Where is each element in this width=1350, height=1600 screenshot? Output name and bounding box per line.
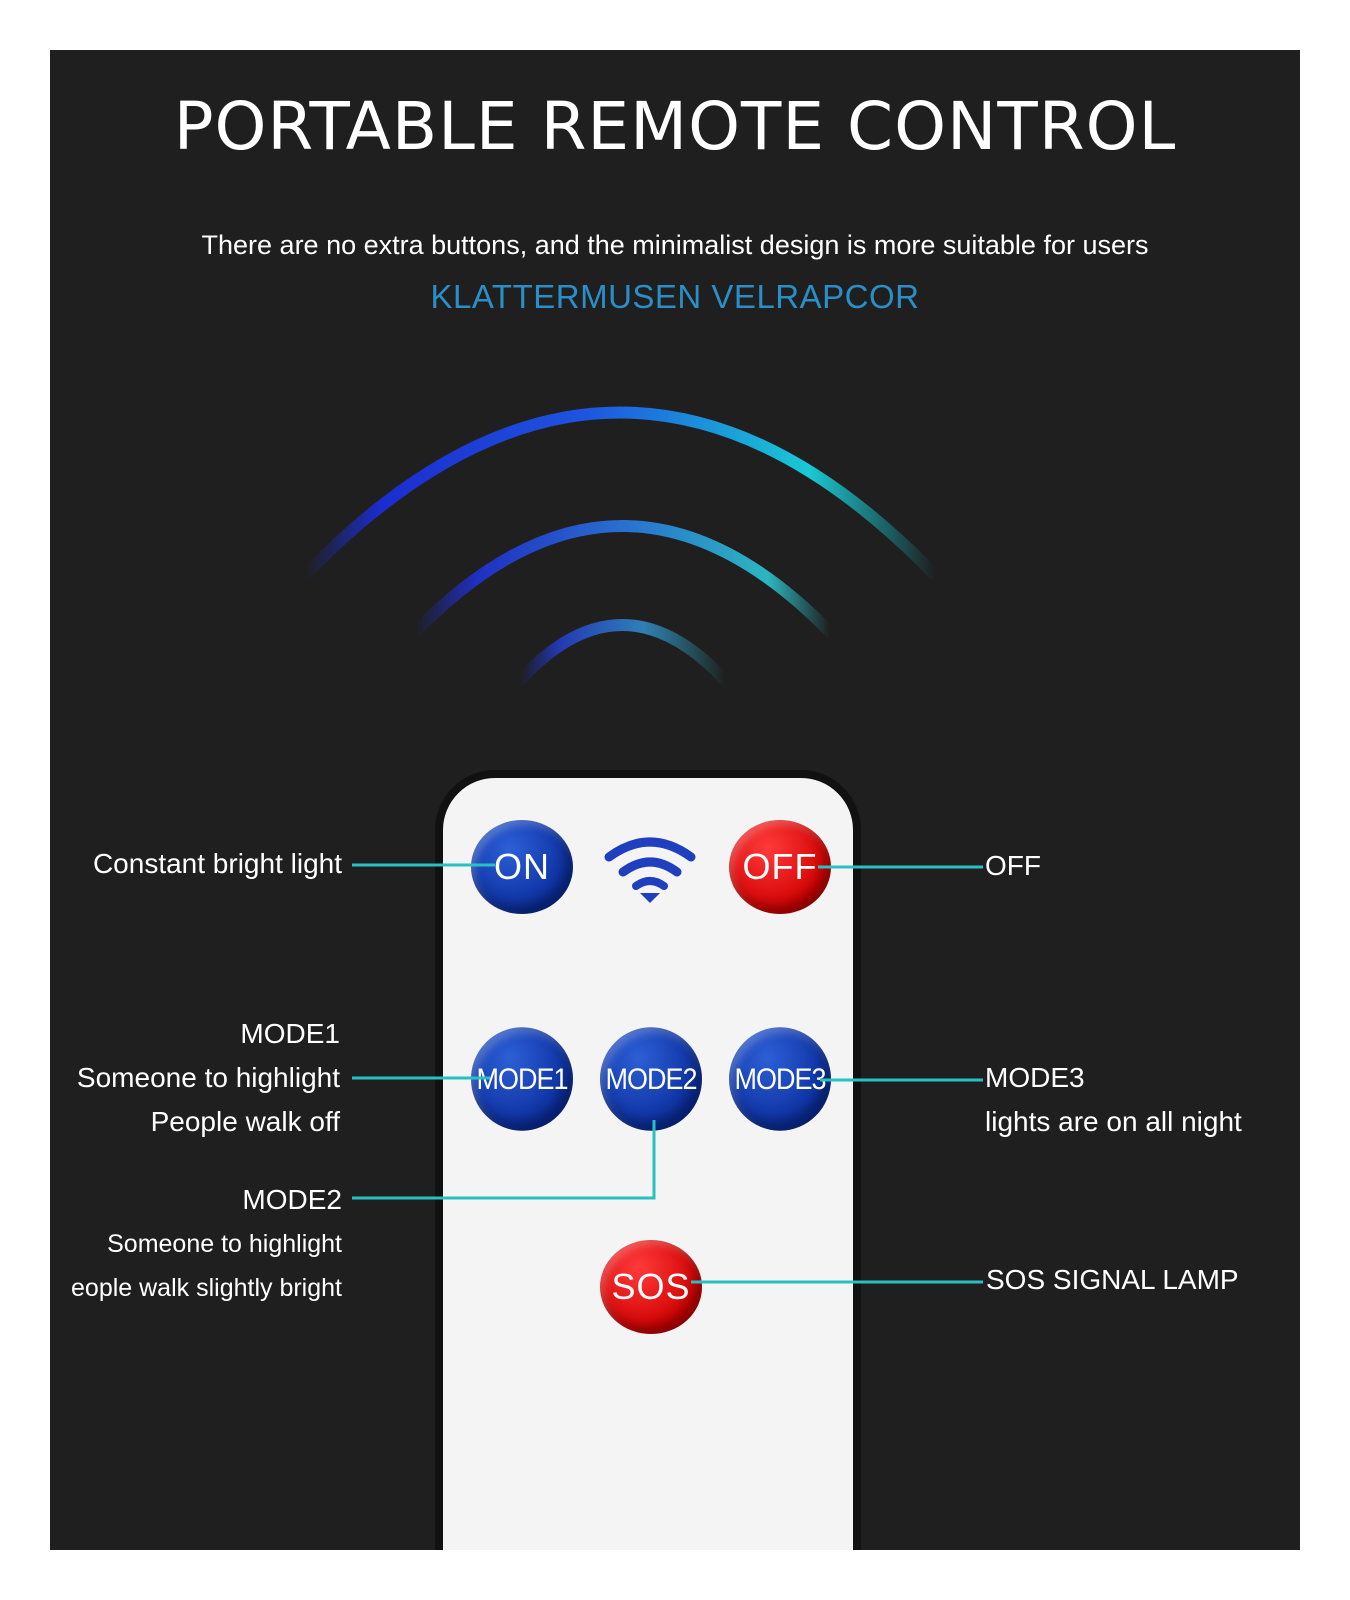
callout-off-text: OFF	[985, 850, 1041, 881]
callout-mode1: MODE1 Someone to highlight People walk o…	[50, 1012, 340, 1144]
callout-mode3-line1: lights are on all night	[985, 1106, 1242, 1137]
callout-mode1-line1: Someone to highlight	[76, 1062, 340, 1093]
callout-mode2: MODE2 Someone to highlight eople walk sl…	[50, 1178, 342, 1310]
wifi-icon	[604, 837, 696, 903]
callout-on-text: Constant bright light	[92, 848, 342, 879]
callout-off: OFF	[985, 844, 1041, 888]
callout-mode2-line1: Someone to highlight	[107, 1230, 342, 1258]
callout-sos-text: SOS SIGNAL LAMP	[986, 1264, 1239, 1295]
callout-on: Constant bright light	[50, 842, 342, 886]
mode3-button[interactable]: MODE3	[729, 1027, 831, 1131]
page-title: PORTABLE REMOTE CONTROL	[173, 88, 1177, 165]
brand-name: KLATTERMUSEN VELRAPCOR	[430, 278, 920, 315]
off-button[interactable]: OFF	[729, 820, 831, 914]
callout-sos: SOS SIGNAL LAMP	[986, 1258, 1239, 1302]
callout-mode3: MODE3 lights are on all night	[985, 1056, 1242, 1144]
callout-mode3-title: MODE3	[985, 1062, 1085, 1093]
callout-mode1-line2: People walk off	[150, 1106, 340, 1137]
mode2-button[interactable]: MODE2	[600, 1027, 702, 1131]
callout-mode1-title: MODE1	[240, 1018, 340, 1049]
callout-mode2-title: MODE2	[242, 1184, 342, 1215]
mode1-button[interactable]: MODE1	[471, 1027, 573, 1131]
on-button[interactable]: ON	[471, 820, 573, 914]
sos-button[interactable]: SOS	[600, 1240, 702, 1334]
product-panel: PORTABLE REMOTE CONTROL There are no ext…	[50, 50, 1300, 1550]
signal-waves-icon	[299, 406, 941, 686]
callout-mode2-line2: eople walk slightly bright	[71, 1274, 342, 1302]
subtitle: There are no extra buttons, and the mini…	[201, 230, 1149, 260]
